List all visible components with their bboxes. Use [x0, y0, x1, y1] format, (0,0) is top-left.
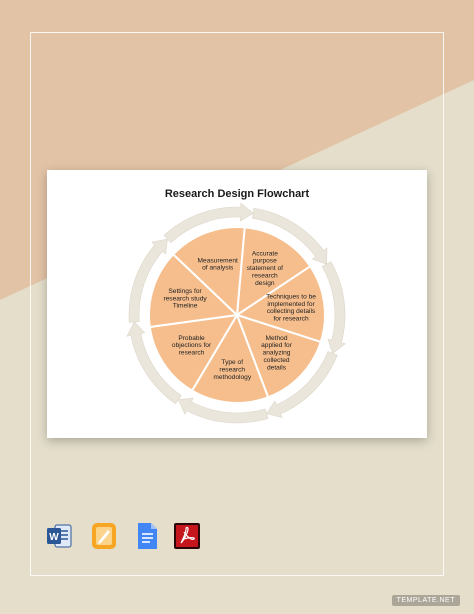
segment-label-line: Probable [178, 335, 205, 342]
segment-s1 [235, 226, 312, 317]
pdf-icon[interactable] [173, 522, 200, 550]
segment-label-line: objections for [172, 342, 212, 349]
segment-s4 [190, 312, 270, 404]
segment-label-line: design [255, 280, 275, 287]
segment-label-line: Accurate [252, 250, 278, 257]
segment-s3 [235, 313, 323, 399]
segment-label-line: collected [264, 357, 290, 364]
segment-label-line: research [219, 366, 245, 373]
segment-label-line: Settings for [168, 288, 202, 295]
segment-label-line: purpose [253, 258, 277, 265]
segment-label-line: Method [266, 335, 288, 342]
segment-label-line: implemented for [267, 301, 315, 308]
segment-label-line: methodology [213, 374, 251, 381]
word-icon[interactable]: W [46, 522, 72, 550]
segment-label-line: Techniques to be [266, 293, 316, 300]
segment-label-line: research [252, 272, 278, 279]
ring-arrow-6 [128, 238, 168, 323]
segment-label-line: Measurement [198, 257, 238, 264]
ring-arrow-5 [126, 321, 182, 405]
watermark: TEMPLATE.NET [391, 595, 460, 606]
segment-label-line: research [179, 350, 205, 357]
document-title: Research Design Flowchart [164, 188, 310, 200]
segment-label-line: statement of [247, 265, 283, 272]
segment-label-line: research study [163, 295, 207, 302]
segment-label-line: for research [273, 316, 309, 323]
ring-arrow-4 [177, 397, 269, 424]
word-icon-letter: W [49, 532, 59, 543]
ring-arrow-3 [266, 351, 338, 418]
decorative-frame [30, 32, 444, 576]
segment-s2 [234, 264, 326, 344]
segment-label-line: details [267, 364, 287, 371]
segment-s6 [148, 252, 240, 329]
segment-s5 [148, 313, 239, 393]
ring-arrow-1 [251, 207, 328, 265]
segment-s7 [171, 226, 246, 318]
segment-label-line: Timeline [173, 303, 198, 310]
segment-label-line: of analysis [202, 265, 234, 272]
segment-label-line: applied for [261, 342, 293, 349]
pages-icon[interactable] [91, 522, 117, 550]
ring-arrow-7 [163, 202, 254, 244]
segment-label-line: analyzing [263, 350, 291, 357]
segment-label-line: Type of [221, 359, 243, 366]
google-docs-icon[interactable] [134, 522, 160, 550]
segment-label-line: collecting details [267, 308, 316, 315]
ring-arrow-2 [321, 261, 346, 354]
